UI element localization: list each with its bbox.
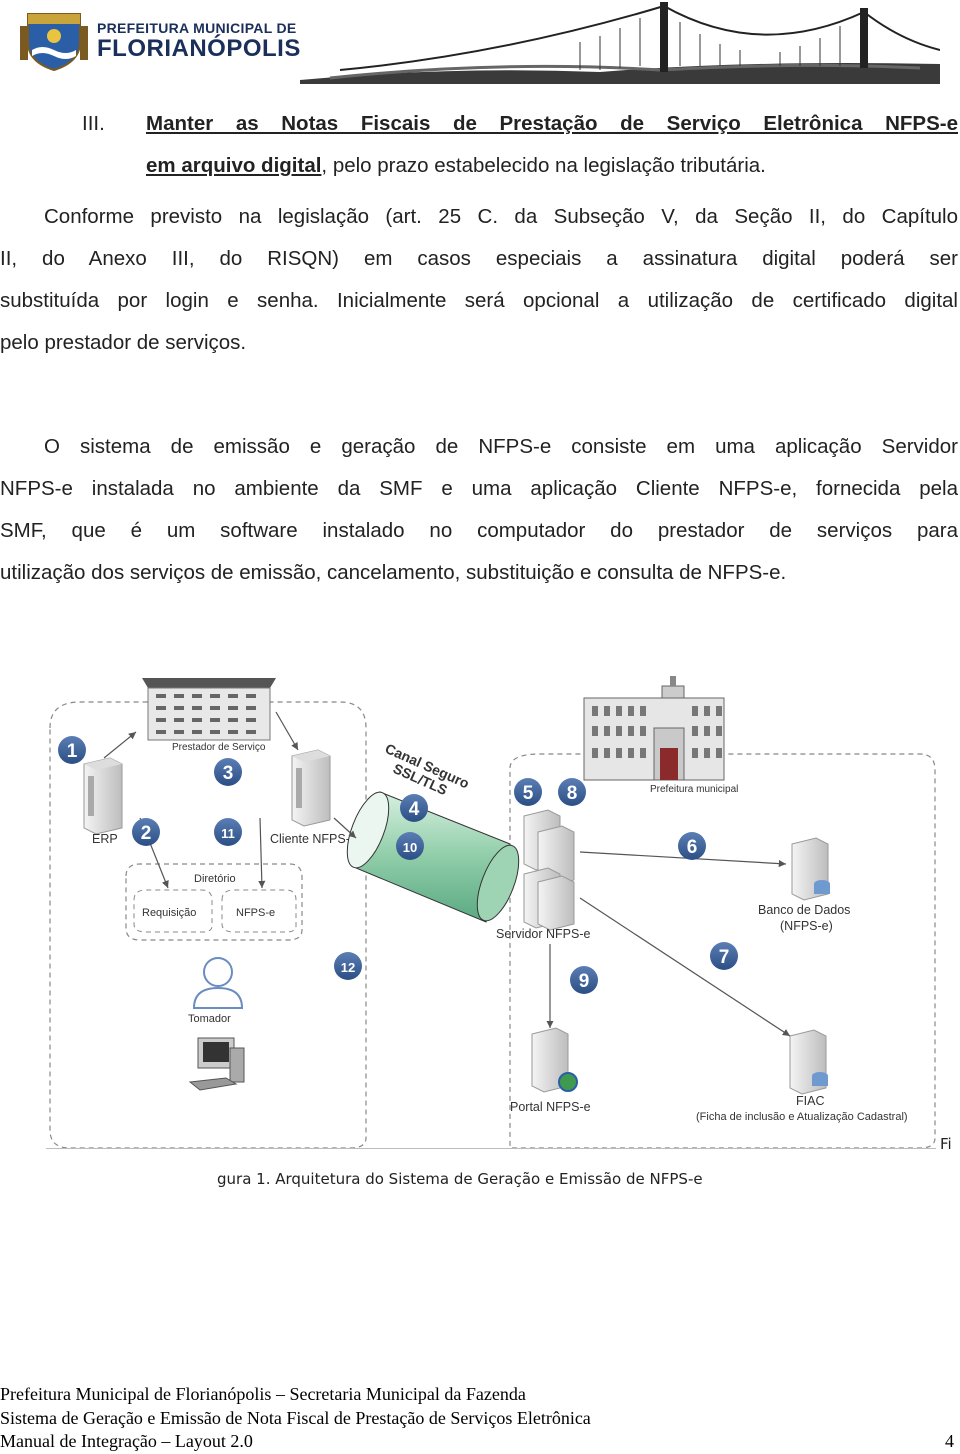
nfpse-dir-label: NFPS-e	[236, 907, 275, 919]
architecture-diagram: Prestador de Serviço ERP Cliente NFPS-e …	[49, 676, 936, 1149]
section-rest: , pelo prazo estabelecido na legislação …	[321, 154, 766, 177]
footer-line2: Sistema de Geração e Emissão de Nota Fis…	[0, 1408, 591, 1428]
step-badge: 4	[400, 794, 428, 822]
svg-text:4: 4	[409, 799, 420, 820]
prefeitura-boundary	[509, 753, 936, 1149]
step-badge: 3	[214, 758, 242, 786]
para1-line: Conforme previsto na legislação (art. 25…	[44, 205, 958, 228]
para1-line: pelo prestador de serviços.	[0, 331, 247, 354]
banco-label-2: (NFPS-e)	[780, 919, 833, 933]
tomador-user-icon	[192, 957, 244, 1009]
banco-label-1: Banco de Dados	[758, 903, 850, 917]
footer-line1: Prefeitura Municipal de Florianópolis – …	[0, 1384, 526, 1404]
cliente-server-icon	[291, 749, 331, 827]
step-badge: 10	[396, 832, 424, 860]
svg-text:8: 8	[567, 783, 578, 804]
prefeitura-building-icon	[583, 676, 725, 781]
para1-line: substituída por login e senha. Inicialme…	[0, 289, 958, 312]
step-badge: 7	[710, 942, 738, 970]
arrow-prestador-cliente	[275, 711, 299, 751]
para2-line: utilização dos serviços de emissão, canc…	[0, 561, 787, 584]
requisicao-boundary	[133, 889, 213, 933]
prestador-label: Prestador de Serviço	[172, 742, 266, 753]
diretorio-label: Diretório	[194, 873, 236, 885]
step-badge: 8	[558, 778, 586, 806]
requisicao-label: Requisição	[142, 907, 196, 919]
nfpse-boundary	[221, 889, 297, 933]
svg-text:7: 7	[719, 947, 730, 968]
svg-text:11: 11	[221, 826, 235, 841]
fiac-label-1: FIAC	[796, 1094, 824, 1108]
footer-line3: Manual de Integração – Layout 2.0	[0, 1431, 253, 1451]
database-server-icon	[791, 837, 830, 901]
para1-line: II, do Anexo III, do RISQN) em casos esp…	[0, 247, 958, 270]
para2-line: SMF, que é um software instalado no comp…	[0, 519, 958, 542]
servidor-server-stack-icon	[523, 809, 575, 931]
step-badge: 9	[570, 966, 598, 994]
arrow-cliente-nfpse	[258, 817, 266, 889]
section-emphasis-2: em arquivo digital	[146, 154, 322, 177]
tomador-label: Tomador	[188, 1013, 231, 1025]
computer-icon	[188, 1037, 245, 1091]
step-badge: 12	[334, 952, 362, 980]
section-text: Manter as Notas Fiscais de Prestação de …	[146, 103, 958, 187]
portal-server-icon	[531, 1027, 578, 1093]
portal-label: Portal NFPS-e	[510, 1100, 591, 1114]
step-badge: 1	[58, 736, 86, 764]
arrow-erp-prestador	[103, 731, 137, 759]
header-line1: PREFEITURA MUNICIPAL DE	[97, 20, 297, 36]
prefeitura-label: Prefeitura municipal	[650, 784, 738, 795]
svg-text:6: 6	[687, 837, 698, 858]
paragraph-1: Conforme previsto na legislação (art. 25…	[0, 196, 958, 364]
diretorio-boundary	[125, 863, 303, 941]
fiac-server-icon	[789, 1029, 828, 1095]
erp-label: ERP	[92, 832, 118, 846]
header-line2: FLORIANÓPOLIS	[97, 35, 301, 62]
header: PREFEITURA MUNICIPAL DE FLORIANÓPOLIS	[0, 0, 960, 85]
prestador-building-icon	[142, 678, 276, 741]
section-emphasis: Manter as Notas Fiscais de Prestação de …	[146, 112, 958, 135]
coat-of-arms-logo	[20, 13, 88, 72]
bridge-illustration	[300, 2, 940, 84]
caption-text: gura 1. Arquitetura do Sistema de Geraçã…	[217, 1170, 703, 1188]
cliente-label: Cliente NFPS-e	[270, 832, 357, 846]
step-badges: 1 2 3 4 5 6 7 8 9 10 11 12	[58, 736, 738, 994]
svg-text:3: 3	[223, 763, 234, 784]
svg-text:1: 1	[67, 741, 78, 762]
prestador-boundary	[49, 701, 367, 1149]
secure-channel-tube	[346, 791, 520, 923]
step-badge: 11	[214, 818, 242, 846]
servidor-label: Servidor NFPS-e	[496, 927, 591, 941]
erp-server-icon	[83, 757, 123, 835]
arrow-cliente-tube	[333, 817, 357, 839]
para2-line: O sistema de emissão e geração de NFPS-e…	[44, 435, 958, 458]
diagram-baseline	[46, 1148, 936, 1149]
step-badge: 5	[514, 778, 542, 806]
caption-fi: Fi	[940, 1135, 952, 1153]
arrow-servidor-banco	[579, 851, 787, 868]
svg-text:5: 5	[523, 783, 534, 804]
fiac-label-2: (Ficha de inclusão e Atualização Cadastr…	[696, 1111, 908, 1123]
paragraph-2: O sistema de emissão e geração de NFPS-e…	[0, 426, 958, 594]
para2-line: NFPS-e instalada no ambiente da SMF e um…	[0, 477, 958, 500]
step-badge: 2	[132, 818, 160, 846]
step-badge: 6	[678, 832, 706, 860]
svg-text:9: 9	[579, 971, 590, 992]
section-numeral: III.	[82, 112, 105, 135]
svg-text:12: 12	[341, 960, 355, 975]
svg-text:2: 2	[141, 823, 152, 844]
arrow-servidor-fiac	[579, 897, 791, 1037]
page-number: 4	[945, 1431, 954, 1451]
svg-text:10: 10	[403, 840, 417, 855]
